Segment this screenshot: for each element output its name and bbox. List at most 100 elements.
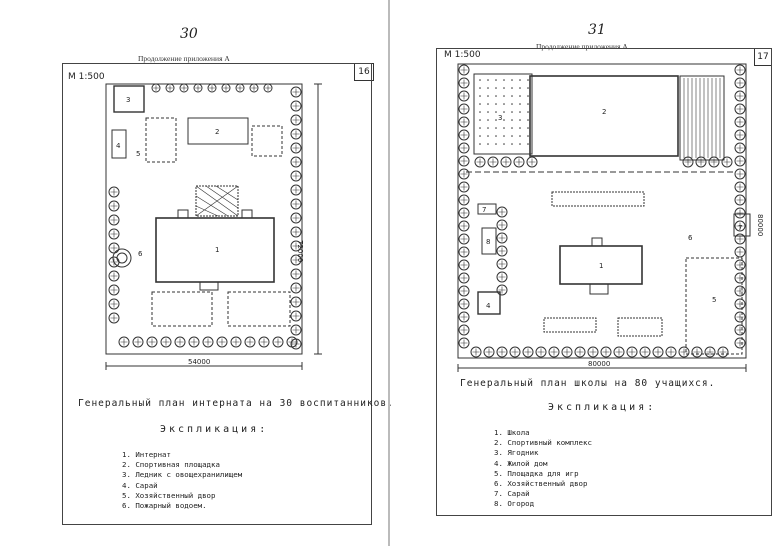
tree-symbol [458, 285, 470, 297]
tree-symbol [513, 156, 525, 168]
tree-symbol [458, 246, 470, 258]
tree-symbol [613, 346, 625, 358]
tree-symbol [244, 336, 256, 348]
tree-symbol [458, 233, 470, 245]
legend-item: 5. Площадка для игр [494, 468, 579, 478]
tree-symbol [108, 200, 120, 212]
tree-symbol [526, 156, 538, 168]
tree-symbol [652, 346, 664, 358]
tree-symbol [108, 256, 120, 268]
svg-text:1: 1 [215, 246, 219, 254]
tree-symbol [151, 83, 161, 93]
tree-symbol [207, 83, 217, 93]
tree-symbol [708, 156, 720, 168]
tree-symbol [458, 116, 470, 128]
tree-symbol [146, 336, 158, 348]
tree-symbol [458, 103, 470, 115]
tree-symbol [496, 271, 508, 283]
height-dimension: 72000 [296, 240, 304, 263]
tree-symbol [496, 245, 508, 257]
tree-symbol [487, 156, 499, 168]
tree-symbol [108, 228, 120, 240]
legend-item: 8. Огород [494, 499, 535, 509]
tree-symbol [118, 336, 130, 348]
handwritten-page-number: 30 [180, 26, 198, 42]
caption: Продолжение приложения А [536, 42, 628, 51]
legend-item: 6. Хозяйственный двор [494, 479, 588, 489]
tree-symbol [458, 324, 470, 336]
tree-symbol [235, 83, 245, 93]
tree-symbol [108, 270, 120, 282]
tree-symbol [458, 272, 470, 284]
tree-symbol [734, 285, 746, 297]
tree-symbol [734, 181, 746, 193]
tree-symbol [639, 346, 651, 358]
tree-symbol [734, 64, 746, 76]
tree-symbol [458, 64, 470, 76]
tree-symbol [734, 233, 746, 245]
svg-text:4: 4 [486, 302, 491, 310]
site-plan-drawing: 1 2 3 4 5 6 7 7 8 [457, 63, 751, 372]
tree-symbol [734, 337, 746, 349]
tree-symbol [734, 129, 746, 141]
tree-symbol [290, 86, 302, 98]
tree-symbol [548, 346, 560, 358]
tree-symbol [721, 156, 733, 168]
tree-symbol [290, 100, 302, 112]
tree-symbol [734, 142, 746, 154]
tree-symbol [132, 336, 144, 348]
tree-symbol [496, 258, 508, 270]
legend-item: 2. Спортивная площадка [122, 460, 220, 470]
tree-symbol [458, 220, 470, 232]
legend-list: 1. Школа 2. Спортивный комплекс 3. Ягодн… [494, 428, 592, 510]
svg-text:1: 1 [599, 262, 603, 270]
height-dimension: 80000 [756, 214, 764, 237]
tree-symbol [496, 219, 508, 231]
tree-symbol [272, 336, 284, 348]
svg-text:3: 3 [126, 96, 130, 104]
tree-symbol [734, 168, 746, 180]
tree-symbol [458, 155, 470, 167]
legend-item: 3. Ледник с овощехранилищем [122, 470, 243, 480]
tree-symbol [734, 116, 746, 128]
tree-symbol [734, 77, 746, 89]
legend-item: 3. Ягодник [494, 448, 539, 458]
tree-symbol [458, 207, 470, 219]
tree-symbol [496, 232, 508, 244]
tree-symbol [221, 83, 231, 93]
tree-symbol [458, 129, 470, 141]
legend-item: 4. Сарай [122, 480, 158, 490]
sheet-frame [436, 48, 772, 516]
tree-symbol [626, 346, 638, 358]
tree-symbol [160, 336, 172, 348]
svg-text:4: 4 [116, 142, 121, 150]
tree-symbol [691, 346, 703, 358]
tree-symbol [174, 336, 186, 348]
tree-symbol [249, 83, 259, 93]
tree-symbol [734, 272, 746, 284]
tree-symbol [290, 184, 302, 196]
legend-item: 5. Хозяйственный двор [122, 490, 216, 500]
svg-text:6: 6 [688, 234, 693, 242]
tree-symbol [290, 240, 302, 252]
tree-symbol [496, 206, 508, 218]
tree-symbol [535, 346, 547, 358]
legend-list: 1. Интернат 2. Спортивная площадка 3. Ле… [122, 450, 242, 511]
tree-symbol [734, 90, 746, 102]
plan-title: Генеральный план интерната на 30 воспита… [78, 398, 394, 409]
tree-symbol [108, 284, 120, 296]
tree-symbol [458, 194, 470, 206]
tree-symbol [458, 259, 470, 271]
tree-symbol [734, 103, 746, 115]
tree-symbol [108, 298, 120, 310]
tree-symbol [561, 346, 573, 358]
tree-symbol [695, 156, 707, 168]
legend-item: 4. Жилой дом [494, 458, 548, 468]
svg-text:7: 7 [738, 224, 742, 232]
legend-heading: Экспликация: [548, 402, 657, 413]
tree-symbol [734, 298, 746, 310]
svg-text:7: 7 [482, 206, 486, 214]
tree-symbol [258, 336, 270, 348]
tree-symbol [108, 242, 120, 254]
svg-text:3: 3 [498, 114, 502, 122]
